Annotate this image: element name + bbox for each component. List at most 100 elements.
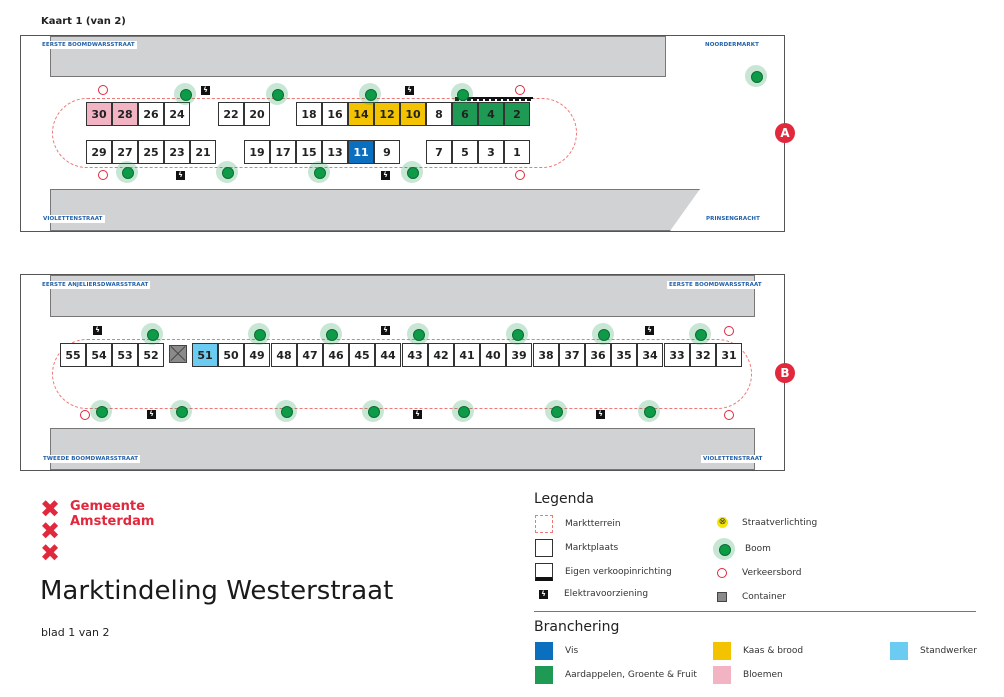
stall-4: 4	[478, 102, 504, 126]
stall-9: 9	[374, 140, 400, 164]
amsterdam-cross-icon: ✖	[40, 517, 61, 545]
tree-icon	[308, 161, 330, 183]
legend-eigen-verkoopinrichting: Eigen verkoopinrichting	[535, 563, 672, 581]
stall-25: 25	[138, 140, 164, 164]
street-light-icon: ⊗	[717, 517, 728, 528]
stall-13: 13	[322, 140, 348, 164]
logo-text: Gemeente Amsterdam	[70, 499, 154, 529]
traffic-sign-icon	[724, 326, 734, 336]
amsterdam-cross-icon: ✖	[40, 539, 61, 567]
traffic-sign-icon	[98, 170, 108, 180]
building-block-a-top	[50, 36, 666, 77]
branch-item: Bloemen	[713, 666, 783, 684]
branch-color-swatch	[713, 642, 731, 660]
street-label: PRINSENGRACHT	[704, 215, 762, 223]
stall-23: 23	[164, 140, 190, 164]
stall-37: 37	[559, 343, 585, 367]
electricity-icon: ϟ	[596, 410, 605, 419]
branch-label: Vis	[565, 646, 579, 656]
legend-straatverlichting: ⊗ Straatverlichting	[717, 517, 817, 528]
stall-3: 3	[478, 140, 504, 164]
amsterdam-cross-icon: ✖	[40, 495, 61, 523]
stall-42: 42	[428, 343, 454, 367]
tree-icon	[266, 83, 288, 105]
tree-icon	[638, 400, 660, 422]
branch-item: Kaas & brood	[713, 642, 803, 660]
legend-marktplaats: Marktplaats	[535, 539, 618, 557]
street-label: TWEEDE BOOMDWARSSTRAAT	[41, 455, 141, 463]
street-label: NOORDERMARKT	[703, 41, 761, 49]
stall-11: 11	[348, 140, 374, 164]
tree-icon	[689, 323, 711, 345]
tree-icon	[506, 323, 528, 345]
own-sales-unit-swatch	[535, 563, 553, 581]
tree-icon	[216, 161, 238, 183]
own-sales-unit-marker	[455, 97, 533, 101]
legend-marktterrein: Marktterrein	[535, 515, 621, 533]
traffic-sign-icon	[724, 410, 734, 420]
electricity-icon: ϟ	[201, 86, 210, 95]
legend-divider	[534, 611, 976, 612]
stall-41: 41	[454, 343, 480, 367]
branch-label: Standwerker	[920, 646, 977, 656]
tree-icon	[141, 323, 163, 345]
stall-43: 43	[402, 343, 428, 367]
tree-icon	[452, 400, 474, 422]
legend-elektra: ϟ Elektravoorziening	[539, 589, 648, 599]
tree-icon	[592, 323, 614, 345]
page-title: Marktindeling Westerstraat	[40, 576, 394, 606]
legend-label: Elektravoorziening	[564, 589, 649, 599]
branch-color-swatch	[535, 666, 553, 684]
stall-26: 26	[138, 102, 164, 126]
traffic-sign-icon	[98, 85, 108, 95]
stall-36: 36	[585, 343, 611, 367]
tree-icon	[407, 323, 429, 345]
stall-27: 27	[112, 140, 138, 164]
electricity-icon: ϟ	[176, 171, 185, 180]
branch-color-swatch	[890, 642, 908, 660]
stall-46: 46	[323, 343, 349, 367]
street-label: VIOLETTENSTRAAT	[701, 455, 765, 463]
legend-heading: Legenda	[534, 491, 595, 507]
stall-52: 52	[138, 343, 164, 367]
stall-53: 53	[112, 343, 138, 367]
legend-label: Boom	[745, 544, 771, 554]
legend-container: Container	[717, 592, 786, 602]
street-label: VIOLETTENSTRAAT	[41, 215, 105, 223]
stall-16: 16	[322, 102, 348, 126]
stall-8: 8	[426, 102, 452, 126]
traffic-sign-icon	[515, 170, 525, 180]
electricity-icon: ϟ	[147, 410, 156, 419]
legend-label: Eigen verkoopinrichting	[565, 567, 672, 577]
logo-line-1: Gemeente	[70, 499, 145, 514]
stall-swatch	[535, 539, 553, 557]
stall-31: 31	[716, 343, 742, 367]
sheet-number: blad 1 van 2	[41, 626, 110, 639]
stall-19: 19	[244, 140, 270, 164]
stall-47: 47	[297, 343, 323, 367]
container-icon	[169, 345, 187, 363]
stall-54: 54	[86, 343, 112, 367]
stall-28: 28	[112, 102, 138, 126]
stall-55: 55	[60, 343, 86, 367]
tree-icon	[90, 400, 112, 422]
legend-verkeersbord: Verkeersbord	[717, 568, 802, 578]
street-label: EERSTE ANJELIERSDWARSSTRAAT	[40, 281, 151, 289]
branch-item: Aardappelen, Groente & Fruit	[535, 666, 697, 684]
tree-icon	[174, 83, 196, 105]
stall-45: 45	[349, 343, 375, 367]
stall-33: 33	[664, 343, 690, 367]
logo-line-2: Amsterdam	[70, 514, 155, 529]
tree-icon	[359, 83, 381, 105]
tree-icon	[713, 538, 735, 560]
tree-icon	[275, 400, 297, 422]
stall-51: 51	[192, 343, 218, 367]
branch-label: Bloemen	[743, 670, 783, 680]
building-block-a-bottom	[50, 189, 700, 231]
stall-14: 14	[348, 102, 374, 126]
branchering-heading: Branchering	[534, 619, 620, 635]
electricity-icon: ϟ	[539, 589, 548, 599]
stall-34: 34	[637, 343, 663, 367]
tree-icon	[545, 400, 567, 422]
legend-label: Container	[742, 592, 786, 602]
